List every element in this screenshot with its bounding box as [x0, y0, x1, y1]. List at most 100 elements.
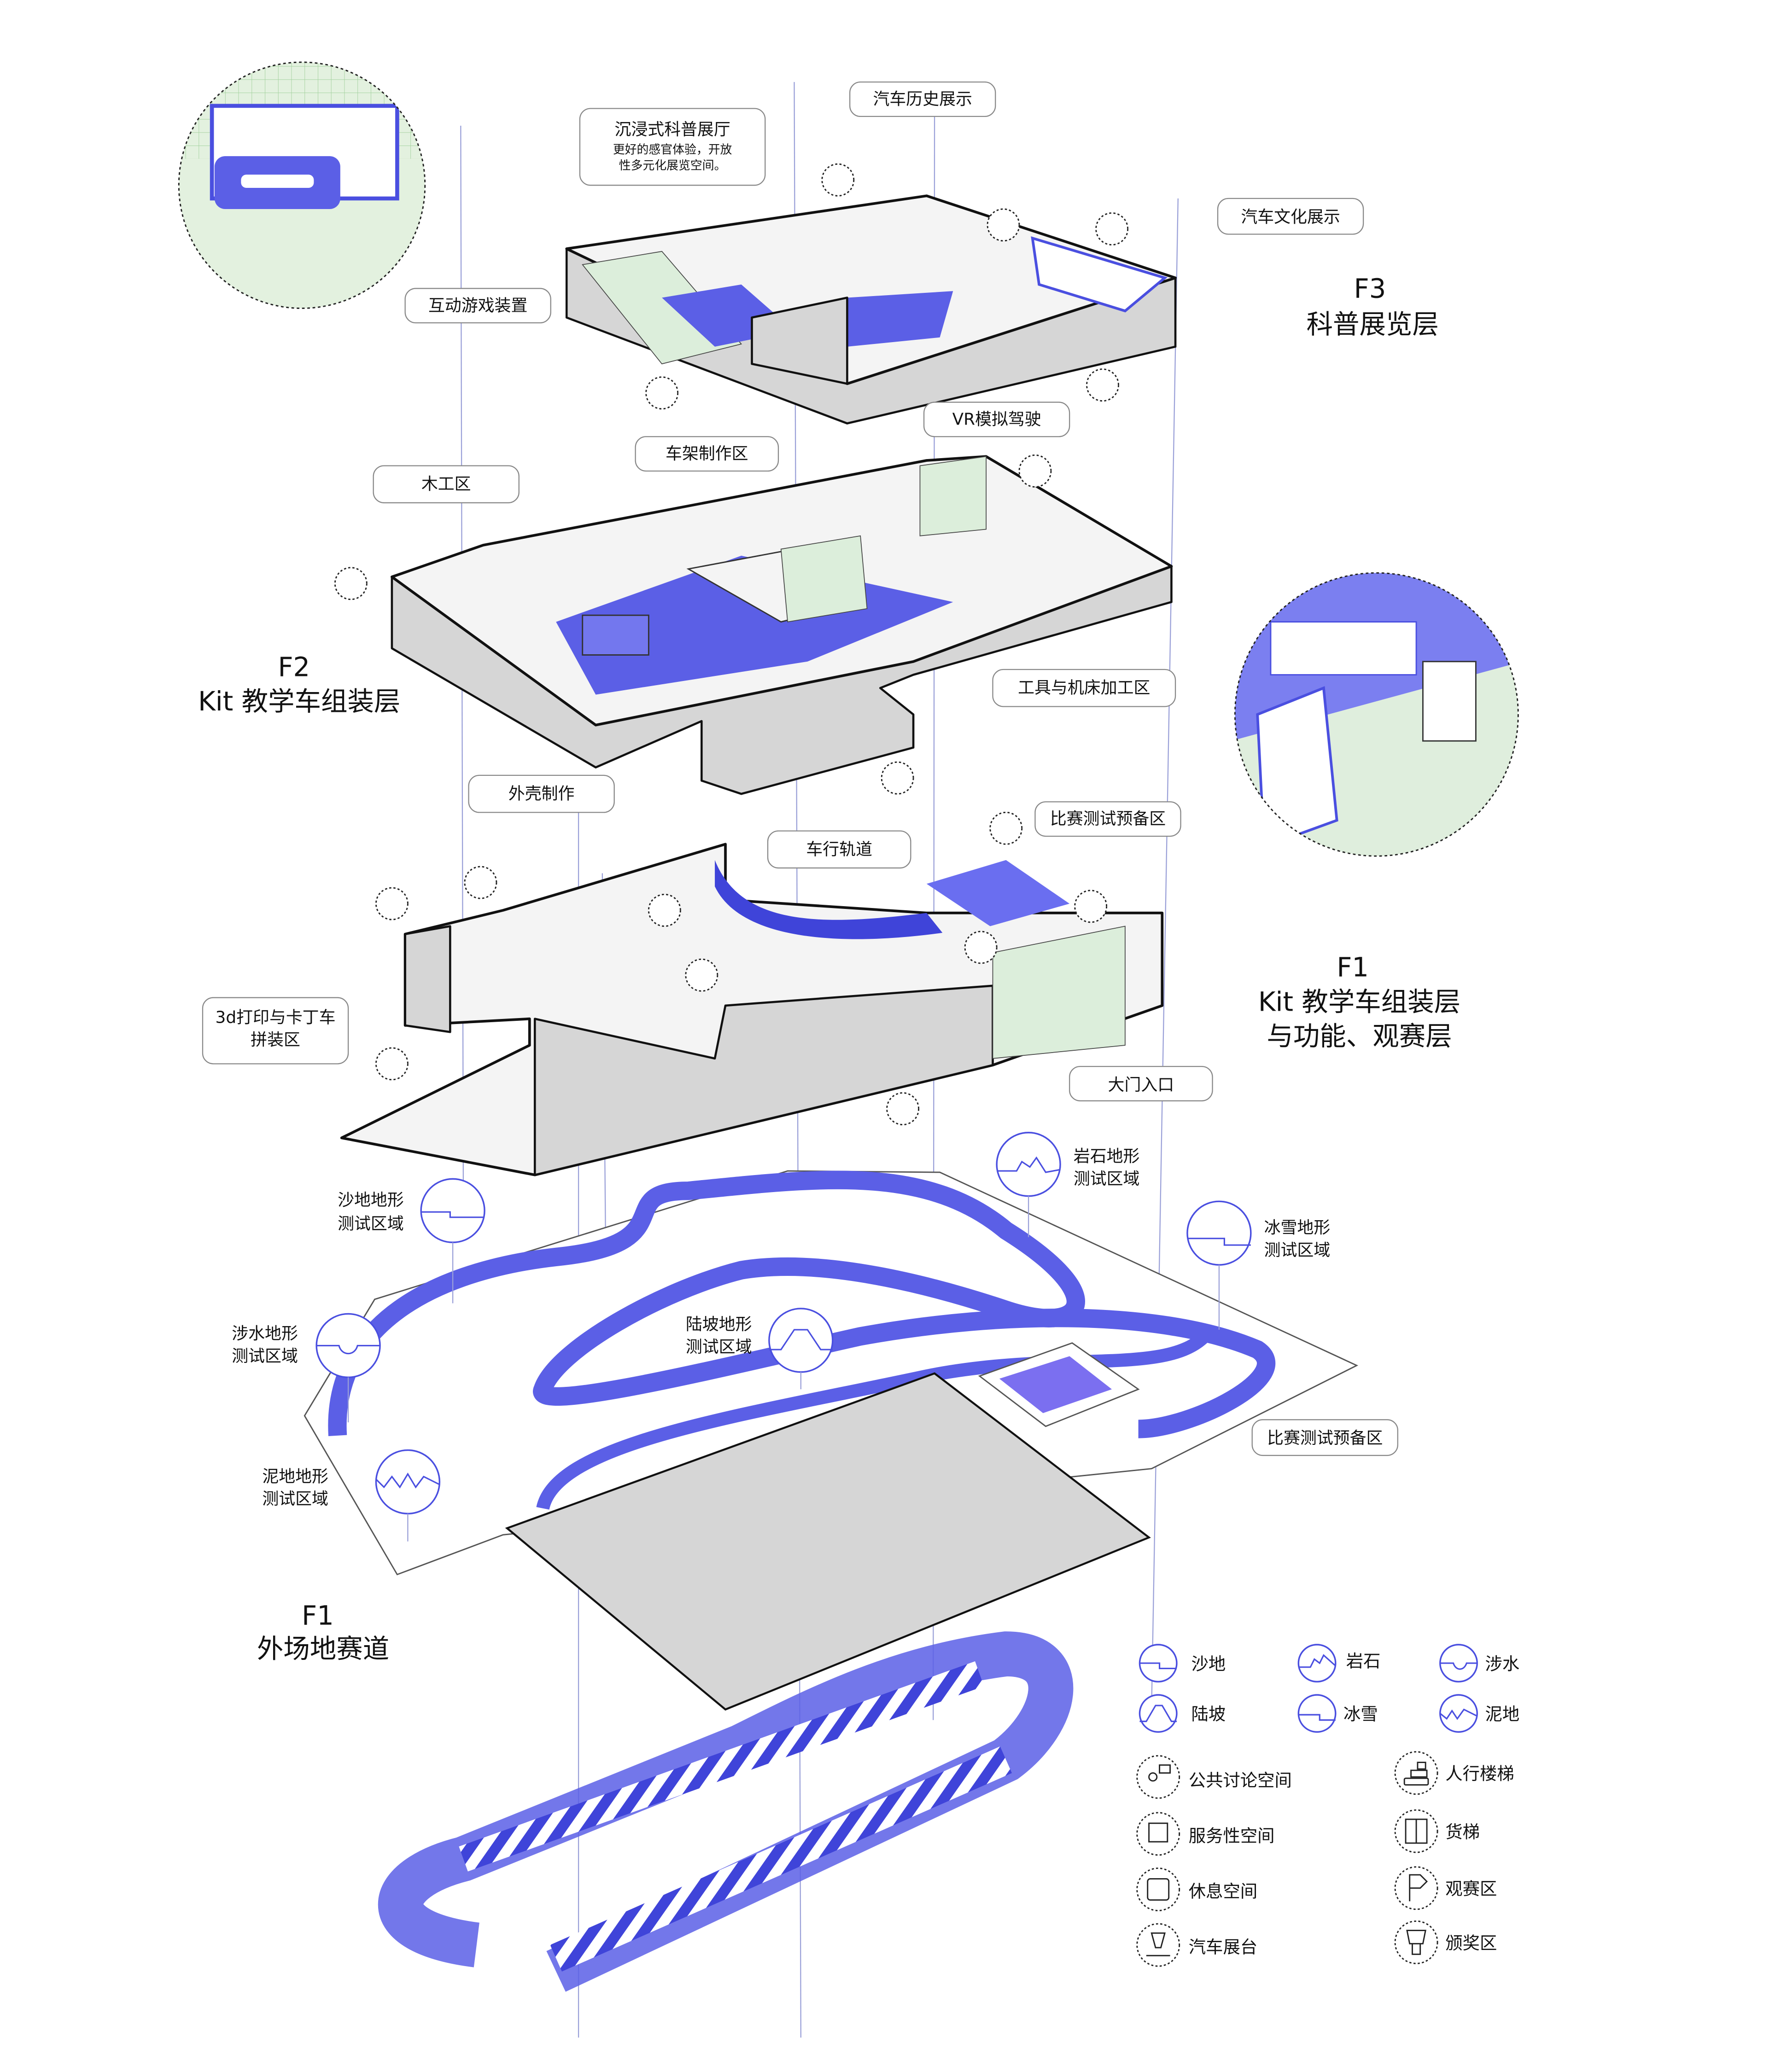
svg-text:性多元化展览空间。: 性多元化展览空间。: [619, 159, 726, 173]
rest-icon: [821, 163, 855, 197]
legend-item-freight-elevator: 货梯: [1394, 1809, 1480, 1853]
svg-text:涉水地形: 涉水地形: [232, 1324, 298, 1343]
label-shell-making: 外壳制作: [468, 774, 615, 813]
legend-item-mud: 泥地: [1439, 1694, 1519, 1733]
svg-text:Kit 教学车组装层: Kit 教学车组装层: [1258, 986, 1460, 1017]
svg-text:汽车历史展示: 汽车历史展示: [873, 90, 972, 109]
svg-text:F1: F1: [302, 1601, 334, 1631]
svg-text:冰雪: 冰雪: [1343, 1704, 1378, 1724]
svg-text:货梯: 货梯: [1445, 1822, 1480, 1842]
svg-text:3d打印与卡丁车: 3d打印与卡丁车: [216, 1008, 336, 1027]
stairs-icon: [886, 1092, 920, 1125]
snow-icon: [1297, 1694, 1337, 1733]
svg-text:比赛测试预备区: 比赛测试预备区: [1050, 809, 1166, 828]
legend-terrain: 沙地 岩石 涉水 陆坡 冰雪 泥地: [1139, 1644, 1519, 1733]
floor-f2-model: [391, 455, 1173, 795]
ground-slab: [505, 1372, 1151, 1711]
legend-item-stairs: 人行楼梯: [1394, 1751, 1514, 1795]
svg-text:测试区域: 测试区域: [1074, 1170, 1140, 1188]
car-display-icon: [964, 931, 998, 964]
svg-text:沉浸式科普展厅: 沉浸式科普展厅: [614, 120, 730, 139]
svg-text:更好的感官体验，开放: 更好的感官体验，开放: [613, 143, 732, 157]
stairs-icon: [1394, 1751, 1438, 1795]
svg-text:科普展览层: 科普展览层: [1307, 309, 1439, 340]
svg-text:沙地地形: 沙地地形: [338, 1191, 404, 1210]
rock-icon: [1297, 1644, 1337, 1683]
svg-text:汽车展台: 汽车展台: [1189, 1937, 1257, 1957]
svg-text:与功能、观赛层: 与功能、观赛层: [1267, 1021, 1452, 1052]
legend-item-trophy: 颁奖区: [1394, 1920, 1497, 1964]
floor-function-icons: [334, 163, 1129, 1125]
svg-text:工具与机床加工区: 工具与机床加工区: [1018, 679, 1150, 698]
label-frame-making: 车架制作区: [635, 436, 779, 472]
legend-item-rest: 休息空间: [1136, 1868, 1257, 1911]
svg-text:冰雪地形: 冰雪地形: [1264, 1218, 1331, 1237]
legend-item-snow: 冰雪: [1297, 1694, 1378, 1733]
svg-text:外场地赛道: 外场地赛道: [257, 1634, 389, 1665]
car-display-icon: [1136, 1923, 1180, 1967]
legend-item-water: 涉水: [1439, 1644, 1519, 1683]
label-car-history: 汽车历史展示: [849, 81, 996, 117]
svg-text:观赛区: 观赛区: [1445, 1879, 1497, 1899]
svg-text:测试区域: 测试区域: [338, 1215, 404, 1234]
label-car-culture: 汽车文化展示: [1217, 198, 1364, 235]
svg-text:陆坡: 陆坡: [1191, 1704, 1226, 1724]
svg-text:互动游戏装置: 互动游戏装置: [428, 296, 527, 315]
stairs-icon: [375, 1047, 409, 1081]
svg-text:车行轨道: 车行轨道: [806, 840, 872, 859]
svg-text:沙地: 沙地: [1191, 1653, 1226, 1674]
label-car-track: 车行轨道: [767, 830, 911, 869]
stairs-icon: [987, 208, 1020, 242]
legend-item-slope: 陆坡: [1139, 1694, 1226, 1733]
trophy-icon: [989, 811, 1023, 845]
terrain-track-model: [378, 1631, 1074, 1992]
svg-text:VR模拟驾驶: VR模拟驾驶: [952, 410, 1041, 429]
svg-text:涉水: 涉水: [1485, 1653, 1519, 1674]
svg-text:测试区域: 测试区域: [232, 1347, 298, 1366]
floor-title-f3: F3 科普展览层: [1307, 274, 1439, 340]
label-race-prep-f1: 比赛测试预备区: [1034, 801, 1181, 837]
detail-circle-f3: [179, 62, 425, 308]
spectator-flag-icon: [685, 958, 718, 992]
discussion-icon: [1136, 1755, 1180, 1799]
label-tools-machining: 工具与机床加工区: [992, 669, 1176, 707]
slope-icon: [1139, 1694, 1178, 1733]
label-immersive-hall: 沉浸式科普展厅 更好的感官体验，开放 性多元化展览空间。: [579, 108, 766, 186]
label-woodwork: 木工区: [373, 465, 520, 504]
svg-text:F2: F2: [278, 652, 310, 682]
detail-circle-border: [1234, 572, 1519, 857]
stairs-icon: [1018, 454, 1052, 488]
detail-circle-border: [178, 61, 426, 309]
car-display-icon: [645, 376, 679, 410]
label-interactive-game: 互动游戏装置: [404, 288, 551, 324]
label-main-entrance: 大门入口: [1069, 1065, 1213, 1101]
svg-text:汽车文化展示: 汽车文化展示: [1241, 208, 1340, 227]
outdoor-track-model: [304, 1170, 1359, 1711]
svg-text:车架制作区: 车架制作区: [666, 444, 748, 463]
svg-text:测试区域: 测试区域: [262, 1490, 328, 1508]
label-vr-driving: VR模拟驾驶: [923, 402, 1070, 437]
svg-text:泥地地形: 泥地地形: [262, 1467, 328, 1486]
svg-text:测试区域: 测试区域: [1264, 1241, 1331, 1260]
detail-circle-f2: [1235, 573, 1518, 856]
svg-text:人行楼梯: 人行楼梯: [1445, 1764, 1514, 1784]
svg-text:颁奖区: 颁奖区: [1445, 1933, 1497, 1953]
svg-text:大门入口: 大门入口: [1108, 1076, 1174, 1094]
svg-text:Kit 教学车组装层: Kit 教学车组装层: [198, 686, 400, 717]
legend-item-car-display: 汽车展台: [1136, 1923, 1257, 1967]
legend-item-discussion: 公共讨论空间: [1136, 1755, 1292, 1799]
svg-text:岩石: 岩石: [1346, 1651, 1381, 1671]
svg-text:F3: F3: [1354, 274, 1386, 304]
race-track-path: [328, 1170, 1276, 1438]
svg-text:服务性空间: 服务性空间: [1189, 1826, 1275, 1846]
discussion-icon: [1086, 368, 1119, 402]
service-icon: [464, 866, 497, 899]
